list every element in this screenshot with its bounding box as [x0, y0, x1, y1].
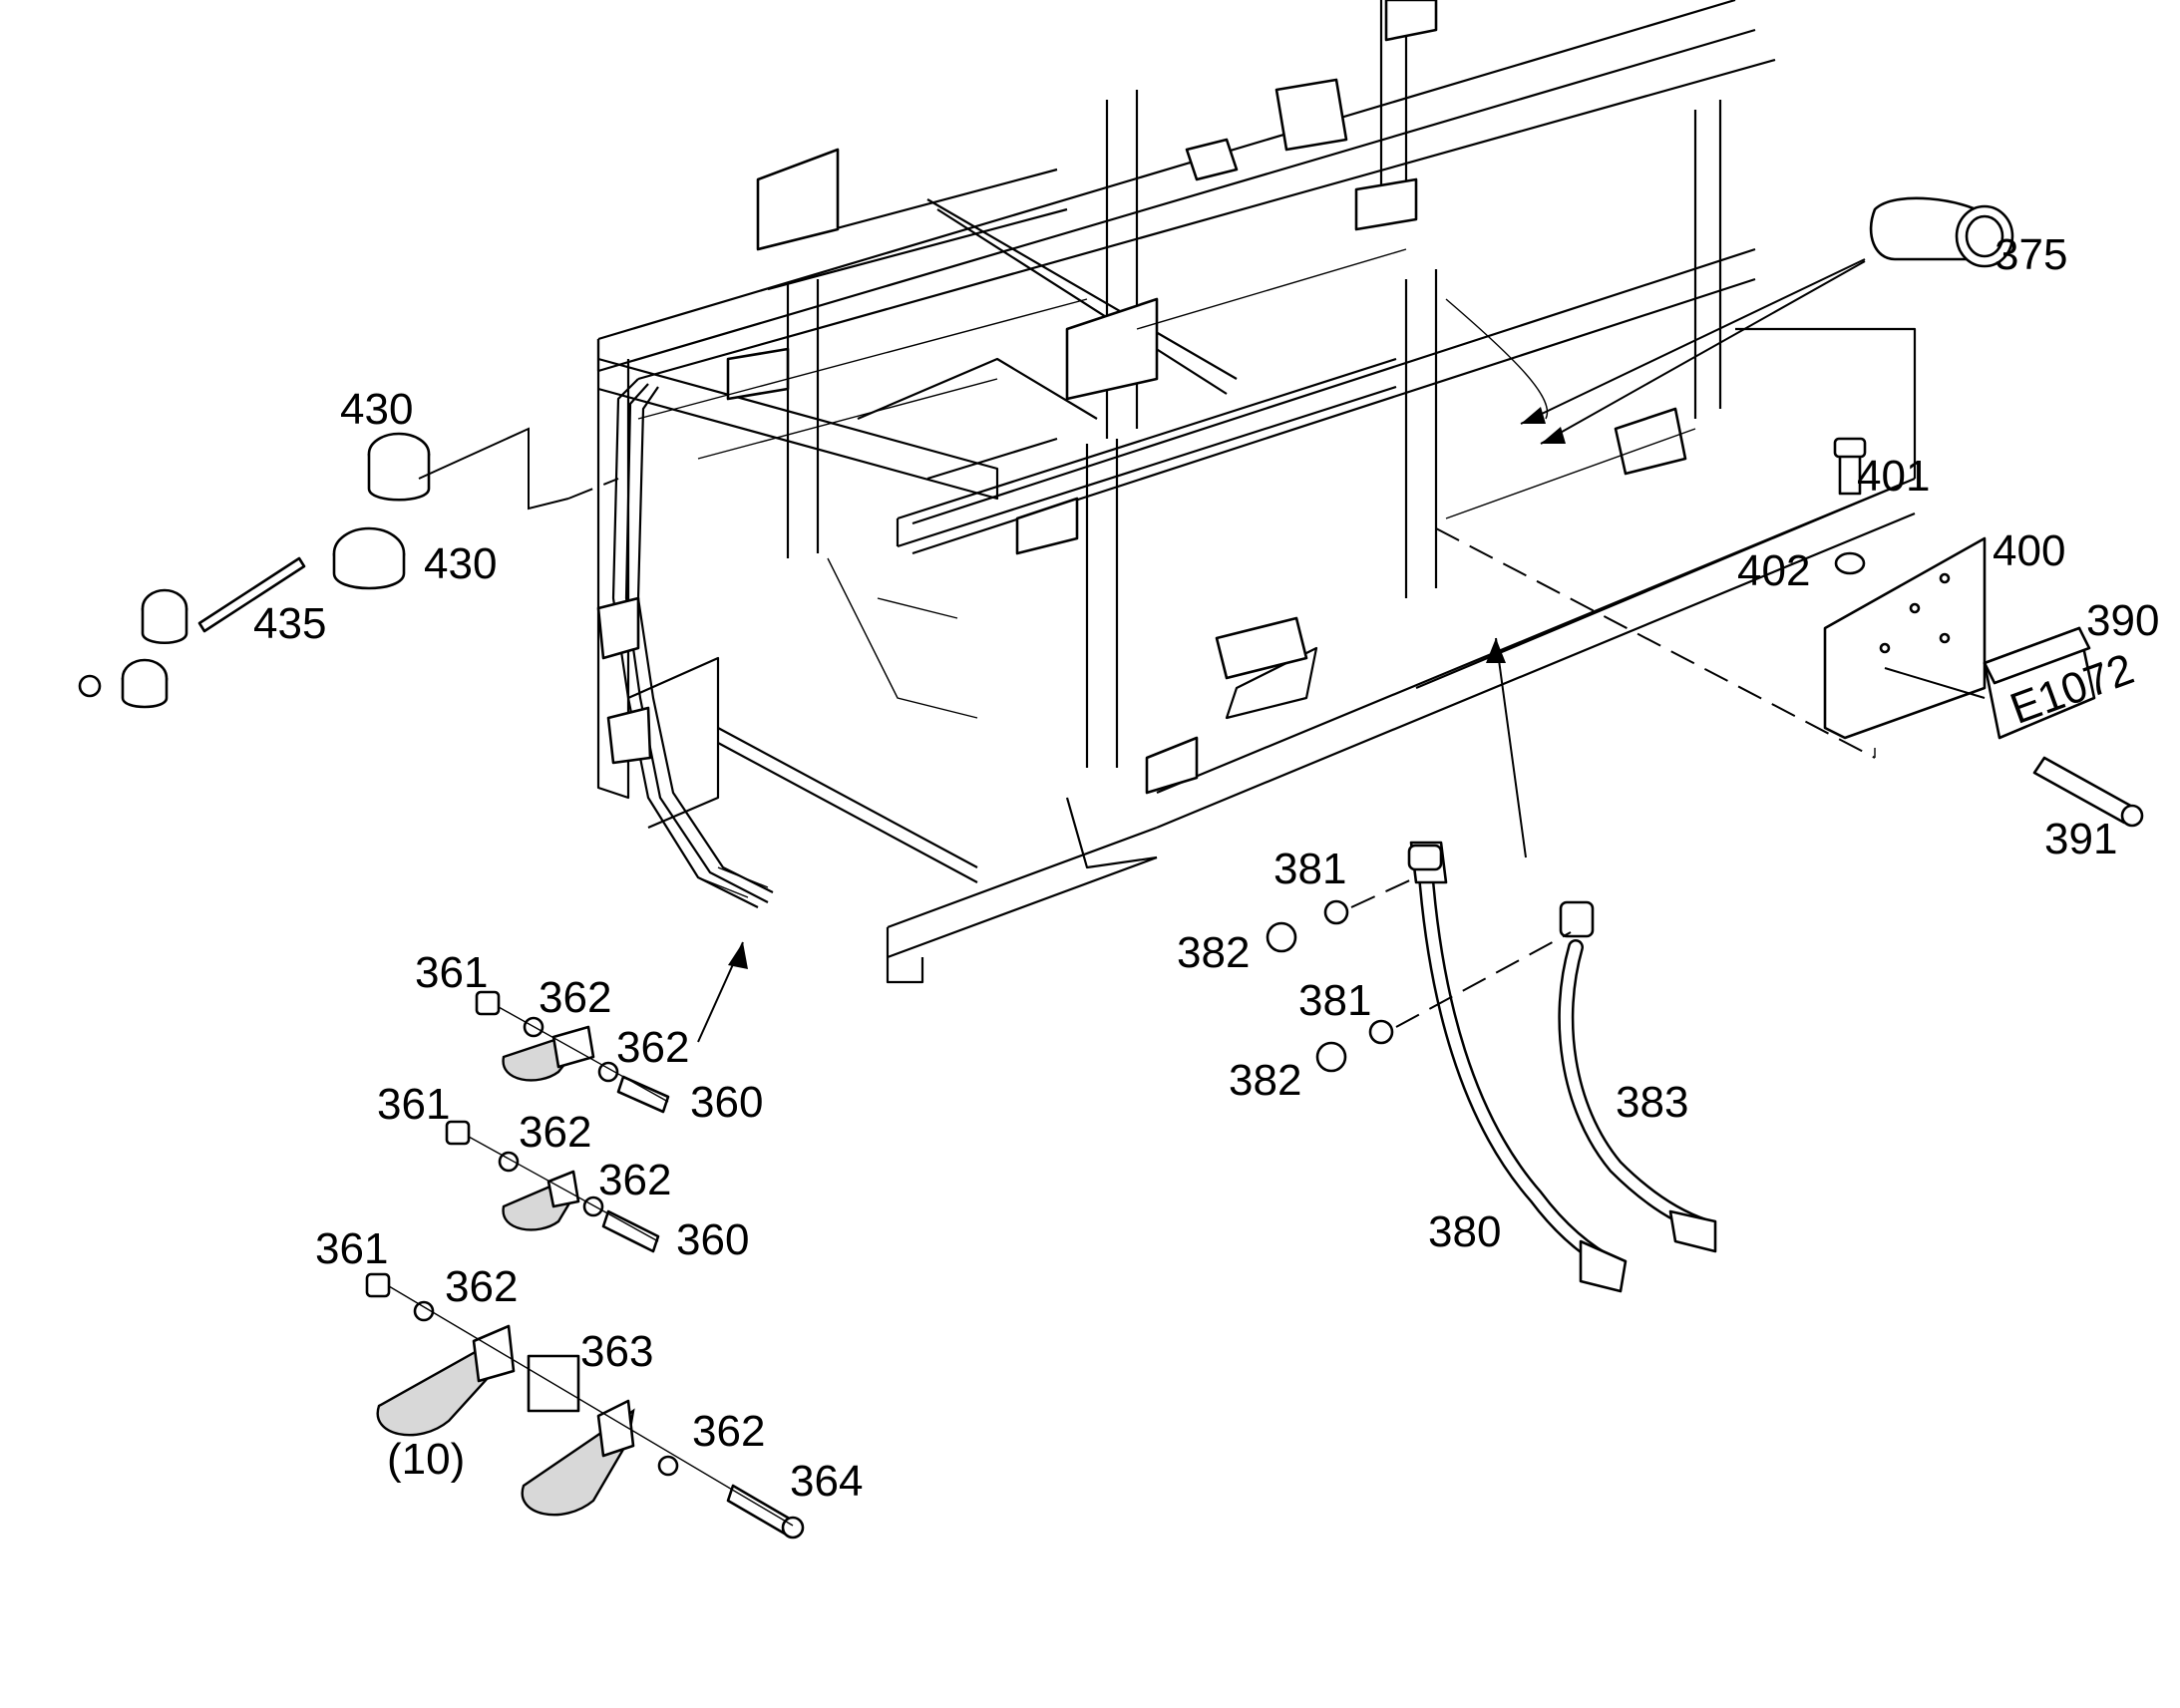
callout-362-first: 362	[539, 973, 611, 1022]
callout-391: 391	[2044, 815, 2117, 863]
callout-382-bottom: 382	[1229, 1056, 1301, 1105]
callout-362-fourth: 362	[598, 1156, 671, 1204]
callout-383: 383	[1616, 1078, 1688, 1127]
callout-400: 400	[1993, 526, 2065, 575]
callout-435: 435	[253, 599, 326, 648]
battery-cable-380	[1407, 841, 1628, 1293]
terminal-stack-1	[475, 941, 748, 1114]
callout-363: 363	[580, 1327, 653, 1376]
callout-430-top: 430	[340, 385, 413, 434]
callout-qty-10: (10)	[387, 1435, 465, 1484]
callout-360-first: 360	[690, 1078, 763, 1127]
callout-381-top: 381	[1273, 845, 1346, 893]
chassis-frame	[596, 0, 1917, 984]
mounting-plate-assembly	[1435, 437, 1987, 759]
callout-360-second: 360	[676, 1215, 749, 1264]
callout-380: 380	[1428, 1207, 1501, 1256]
callout-362-fifth: 362	[445, 1262, 518, 1311]
callout-401: 401	[1857, 452, 1930, 501]
clamp-assembly	[78, 427, 619, 709]
callout-362-second: 362	[616, 1023, 689, 1072]
callout-382-top: 382	[1177, 928, 1250, 977]
callout-390: 390	[2086, 596, 2159, 645]
callout-402: 402	[1737, 546, 1810, 595]
callout-361-second: 361	[377, 1080, 450, 1129]
callout-430-bottom: 430	[424, 539, 497, 588]
boot-375	[1520, 196, 2014, 445]
callout-362-third: 362	[519, 1108, 591, 1157]
battery-cable-383	[1486, 637, 1717, 1253]
nut-washer-381-382	[1266, 876, 1572, 1073]
callout-381-bottom: 381	[1298, 976, 1371, 1025]
wiring-harness	[596, 378, 774, 908]
callout-361-first: 361	[415, 948, 488, 997]
callout-362-sixth: 362	[692, 1407, 765, 1456]
callout-364: 364	[790, 1457, 863, 1506]
callout-labels: 375 401 400 402 390 391 430 430 435 381 …	[253, 230, 2159, 1506]
terminal-stack-3	[365, 1272, 805, 1539]
callout-361-third: 361	[315, 1224, 388, 1273]
callout-375: 375	[1995, 230, 2067, 279]
terminal-stack-2	[445, 1120, 660, 1253]
